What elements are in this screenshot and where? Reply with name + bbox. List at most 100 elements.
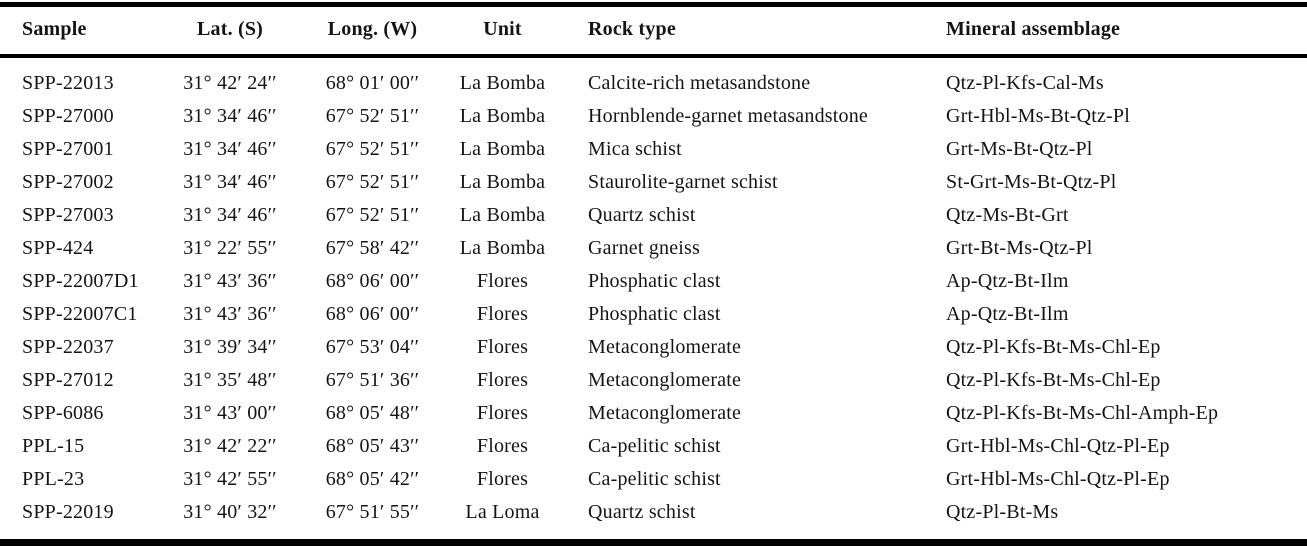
header-row: Sample Lat. (S) Long. (W) Unit Rock type Mine… [0,5,1307,56]
table-row: SPP-6086 31° 43′ 00′′ 68° 05′ 48′′ Flores Me… [0,397,1307,430]
table-row: SPP-27000 31° 34′ 46′′ 67° 52′ 51′′ La Bomb… [0,100,1307,133]
cell-mineral_assemblage: Ap-Qtz-Bt-Ilm [946,303,1069,325]
cell-lat: 31° 42′ 55′′ [183,468,277,490]
cell-rock_type: Calcite-rich metasandstone [588,72,811,94]
cell-mineral_assemblage: Qtz-Pl-Kfs-Cal-Ms [946,72,1104,94]
cell-sample: SPP-27002 [22,171,114,193]
cell-unit: Flores [476,270,529,292]
cell-mineral_assemblage: Grt-Hbl-Ms-Chl-Qtz-Pl-Ep [946,435,1170,457]
cell-sample: SPP-22007C1 [22,303,138,325]
column-header-unit: Unit [483,18,522,40]
table-row: SPP-27001 31° 34′ 46′′ 67° 52′ 51′′ La Bomb… [0,133,1307,166]
cell-sample: SPP-27001 [22,138,114,160]
cell-long: 67° 52′ 51′′ [325,204,420,226]
cell-lat: 31° 35′ 48′′ [183,369,277,391]
cell-rock_type: Hornblende-garnet metasandstone [588,105,868,127]
cell-lat: 31° 34′ 46′′ [183,105,277,127]
cell-long: 67° 51′ 36′′ [325,369,420,391]
table-row: SPP-27003 31° 34′ 46′′ 67° 52′ 51′′ La Bomb… [0,199,1307,232]
column-header-long: Long. (W) [327,18,418,40]
cell-unit: Flores [476,303,529,325]
cell-unit: Flores [476,369,529,391]
cell-long: 67° 51′ 55′′ [325,501,420,523]
cell-mineral_assemblage: Qtz-Pl-Kfs-Bt-Ms-Chl-Amph-Ep [946,402,1219,424]
cell-mineral_assemblage: Grt-Hbl-Ms-Bt-Qtz-Pl [946,105,1130,127]
cell-rock_type: Mica schist [588,138,682,160]
cell-lat: 31° 43′ 00′′ [183,402,277,424]
cell-lat: 31° 34′ 46′′ [183,204,277,226]
cell-long: 68° 01′ 00′′ [325,72,420,94]
cell-lat: 31° 42′ 24′′ [183,72,277,94]
cell-lat: 31° 22′ 55′′ [183,237,277,259]
cell-rock_type: Quartz schist [588,204,696,226]
column-header-rock_type: Rock type [588,18,676,40]
cell-lat: 31° 34′ 46′′ [183,171,277,193]
cell-unit: Flores [476,336,529,358]
table-row: SPP-424 31° 22′ 55′′ 67° 58′ 42′′ La Bomba G… [0,232,1307,265]
cell-unit: La Bomba [459,204,546,226]
cell-unit: Flores [476,468,529,490]
cell-sample: SPP-27003 [22,204,114,226]
cell-mineral_assemblage: Ap-Qtz-Bt-Ilm [946,270,1069,292]
cell-sample: SPP-22037 [22,336,114,358]
cell-lat: 31° 40′ 32′′ [183,501,277,523]
cell-unit: La Bomba [459,138,546,160]
column-header-sample: Sample [22,18,87,40]
cell-long: 68° 05′ 42′′ [325,468,420,490]
cell-mineral_assemblage: Qtz-Pl-Kfs-Bt-Ms-Chl-Ep [946,336,1161,358]
cell-unit: Flores [476,435,529,457]
cell-long: 67° 52′ 51′′ [325,171,420,193]
column-header-mineral_assemblage: Mineral assemblage [946,18,1121,40]
cell-mineral_assemblage: Grt-Ms-Bt-Qtz-Pl [946,138,1093,160]
cell-sample: SPP-27000 [22,105,114,127]
cell-lat: 31° 43′ 36′′ [183,303,277,325]
cell-long: 68° 05′ 48′′ [325,402,420,424]
cell-lat: 31° 39′ 34′′ [183,336,277,358]
cell-unit: La Loma [465,501,540,523]
cell-long: 67° 52′ 51′′ [325,105,420,127]
cell-unit: La Bomba [459,105,546,127]
cell-long: 67° 58′ 42′′ [325,237,420,259]
cell-rock_type: Staurolite-garnet schist [588,171,778,193]
cell-rock_type: Quartz schist [588,501,696,523]
cell-mineral_assemblage: St-Grt-Ms-Bt-Qtz-Pl [946,171,1117,193]
cell-mineral_assemblage: Qtz-Pl-Bt-Ms [946,501,1059,523]
table-row: PPL-15 31° 42′ 22′′ 68° 05′ 43′′ Flores Ca-p… [0,430,1307,463]
table-row: SPP-22007C1 31° 43′ 36′′ 68° 06′ 00′′ Flore… [0,298,1307,331]
cell-long: 67° 53′ 04′′ [325,336,420,358]
cell-sample: PPL-15 [22,435,85,457]
cell-mineral_assemblage: Grt-Bt-Ms-Qtz-Pl [946,237,1093,259]
cell-rock_type: Garnet gneiss [588,237,701,259]
cell-unit: Flores [476,402,529,424]
cell-rock_type: Metaconglomerate [588,369,742,391]
cell-mineral_assemblage: Qtz-Ms-Bt-Grt [946,204,1069,226]
cell-mineral_assemblage: Grt-Hbl-Ms-Chl-Qtz-Pl-Ep [946,468,1170,490]
cell-rock_type: Metaconglomerate [588,336,742,358]
cell-rock_type: Metaconglomerate [588,402,742,424]
cell-long: 68° 05′ 43′′ [325,435,420,457]
cell-sample: SPP-6086 [22,402,104,424]
cell-lat: 31° 42′ 22′′ [183,435,277,457]
cell-sample: SPP-424 [22,237,94,259]
cell-unit: La Bomba [459,237,546,259]
cell-rock_type: Ca-pelitic schist [588,468,721,490]
cell-long: 67° 52′ 51′′ [325,138,420,160]
cell-sample: PPL-23 [22,468,85,490]
cell-lat: 31° 34′ 46′′ [183,138,277,160]
cell-rock_type: Ca-pelitic schist [588,435,721,457]
cell-rock_type: Phosphatic clast [588,303,721,325]
cell-long: 68° 06′ 00′′ [325,270,420,292]
column-header-lat: Lat. (S) [196,18,264,40]
cell-unit: La Bomba [459,72,546,94]
cell-long: 68° 06′ 00′′ [325,303,420,325]
cell-rock_type: Phosphatic clast [588,270,721,292]
cell-lat: 31° 43′ 36′′ [183,270,277,292]
